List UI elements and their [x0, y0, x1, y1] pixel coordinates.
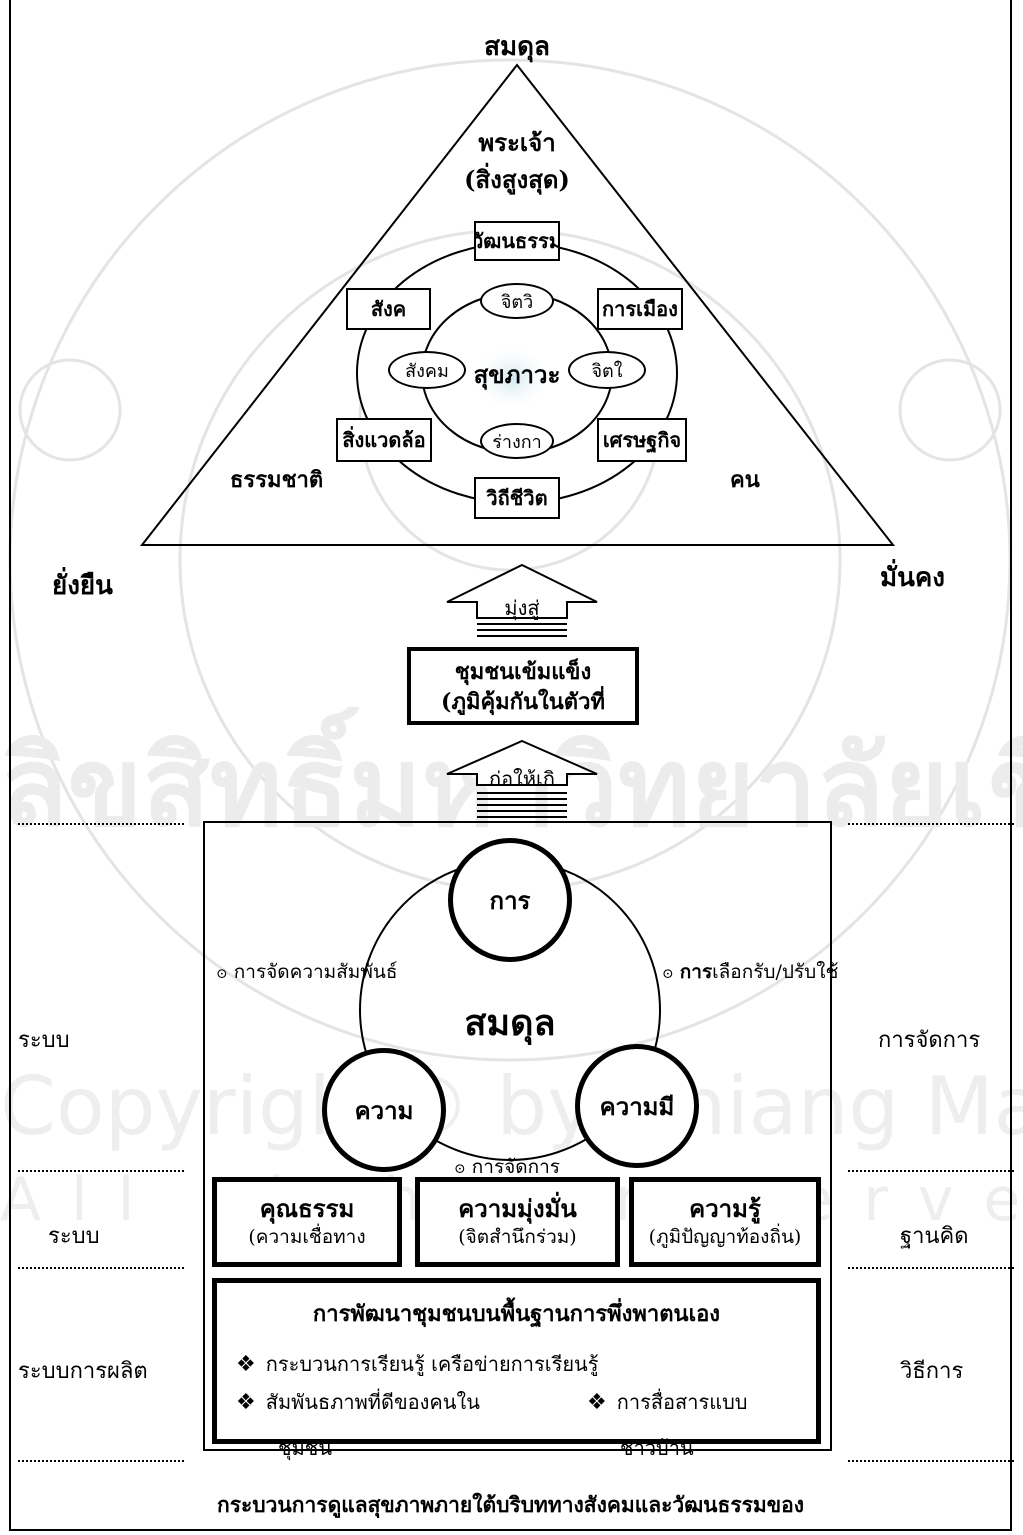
oval-spiritual: จิตวิ [480, 283, 554, 319]
diamond-bullet-icon: ❖ [236, 1352, 256, 1377]
base-box [212, 1278, 821, 1444]
balance-label-right: ⊙ การเลือกรับ/ปรับใช้ [662, 957, 838, 987]
side-label-left-3: ระบบการผลิต [18, 1359, 148, 1384]
separator-left-1 [18, 823, 184, 825]
community-line-1: ชุมชนเข้มแข็ง [454, 659, 592, 685]
balance-label-right-bold: การ [679, 961, 713, 983]
base-title: การพัฒนาชุมชนบนพื้นฐานการพึ่งพาตนเอง [312, 1301, 721, 1327]
box-way-of-life: วิถีชีวิต [474, 477, 560, 519]
box-politics: การเมือง [597, 288, 683, 330]
dot-icon: ⊙ [216, 966, 228, 982]
right-corner-label: คน [730, 467, 760, 493]
circle-management: การ [448, 838, 572, 962]
balance-label-left-text: การจัดความสัมพันธ์ [233, 961, 398, 983]
box-environment: สิ่งแวดล้อ [336, 418, 432, 462]
bullet-2: ❖ สัมพันธภาพที่ดีของคนใน [236, 1386, 480, 1418]
separator-left-3 [18, 1267, 184, 1269]
oval-mind: จิตใ [568, 351, 646, 389]
separator-right-4 [848, 1460, 1014, 1462]
foundation-box-1: คุณธรรม (ความเชื่อทาง [212, 1177, 402, 1267]
foundation-sub: (ความเชื่อทาง [248, 1226, 366, 1248]
community-box: ชุมชนเข้มแข็ง (ภูมิคุ้มกันในตัวที่ [407, 647, 639, 725]
foundation-sub: (จิตสำนึกร่วม) [458, 1226, 577, 1248]
triangle-shape [139, 63, 896, 546]
bullet-2-text: สัมพันธภาพที่ดีของคนใน [265, 1390, 480, 1414]
side-label-left-1: ระบบ [18, 1028, 70, 1053]
dot-icon: ⊙ [662, 966, 674, 982]
side-label-right-2: ฐานคิด [900, 1224, 969, 1249]
center-wellbeing: สุขภาวะ [473, 360, 561, 389]
bullet-2-continued: ชุมชน [278, 1436, 333, 1460]
diamond-bullet-icon: ❖ [587, 1390, 607, 1415]
figure-caption: กระบวนการดูแลสุขภาพภายใต้บริบททางสังคมแล… [217, 1492, 804, 1517]
box-economy: เศรษฐกิจ [597, 418, 687, 462]
balance-label-right-text: เลือกรับ/ปรับใช้ [712, 961, 839, 983]
separator-right-2 [848, 1170, 1014, 1172]
balance-label-bottom: ⊙ การจัดการ [454, 1152, 560, 1182]
box-society: สังค [346, 288, 431, 330]
side-label-right-1: การจัดการ [878, 1028, 981, 1053]
circle-knowledge: ความ [322, 1048, 446, 1172]
foundation-sub: (ภูมิปัญญาท้องถิ่น) [648, 1226, 802, 1248]
bullet-3-text: การสื่อสารแบบ [616, 1390, 748, 1414]
community-line-2: (ภูมิคุ้มกันในตัวที่ [441, 689, 605, 715]
diamond-bullet-icon: ❖ [236, 1390, 256, 1415]
separator-left-4 [18, 1460, 184, 1462]
arrow-label-cause: ก่อให้เกิ [488, 767, 555, 791]
dot-icon: ⊙ [454, 1161, 466, 1177]
foundation-title: ความรู้ [689, 1194, 761, 1223]
balance-label-left: ⊙ การจัดความสัมพันธ์ [216, 957, 397, 987]
balance-label-bottom-text: การจัดการ [471, 1156, 561, 1178]
left-corner-label: ธรรมชาติ [230, 467, 324, 493]
circle-having: ความมี [575, 1044, 699, 1168]
bottom-right-label: มั่นคง [880, 563, 945, 593]
bullet-1-text: กระบวนการเรียนรู้ เครือข่ายการเรียนรู้ [265, 1352, 599, 1376]
lower-frame [203, 821, 832, 1451]
foundation-title: คุณธรรม [259, 1194, 355, 1223]
foundation-box-2: ความมุ่งมั่น (จิตสำนึกร่วม) [415, 1177, 620, 1267]
bullet-3-continued: ชาวบ้าน [620, 1436, 694, 1460]
oval-body: ร่างกา [480, 423, 554, 459]
bottom-left-label: ยั่งยืน [52, 571, 113, 601]
side-label-right-3: วิธีการ [900, 1359, 964, 1384]
diagram-frame [9, 0, 1012, 1531]
foundation-box-3: ความรู้ (ภูมิปัญญาท้องถิ่น) [629, 1177, 821, 1267]
arrow-label-toward: มุ่งสู่ [504, 596, 540, 620]
separator-right-3 [848, 1267, 1014, 1269]
bullet-3: ❖ การสื่อสารแบบ [587, 1386, 748, 1418]
foundation-title: ความมุ่งมั่น [458, 1194, 577, 1223]
separator-left-2 [18, 1170, 184, 1172]
balance-center: สมดุล [464, 1002, 556, 1044]
arrow-up-2 [446, 739, 598, 818]
separator-right-1 [848, 823, 1014, 825]
top-subtitle: (สิ่งสูงสุด) [464, 165, 570, 194]
box-culture: วัฒนธรรม [474, 221, 560, 261]
bullet-1: ❖ กระบวนการเรียนรู้ เครือข่ายการเรียนรู้ [236, 1348, 598, 1380]
side-label-left-2: ระบบ [48, 1224, 100, 1249]
arrow-up-1 [446, 563, 598, 637]
apex-label: สมดุล [484, 32, 550, 62]
top-title: พระเจ้า [478, 128, 556, 157]
oval-social: สังคม [388, 351, 466, 389]
